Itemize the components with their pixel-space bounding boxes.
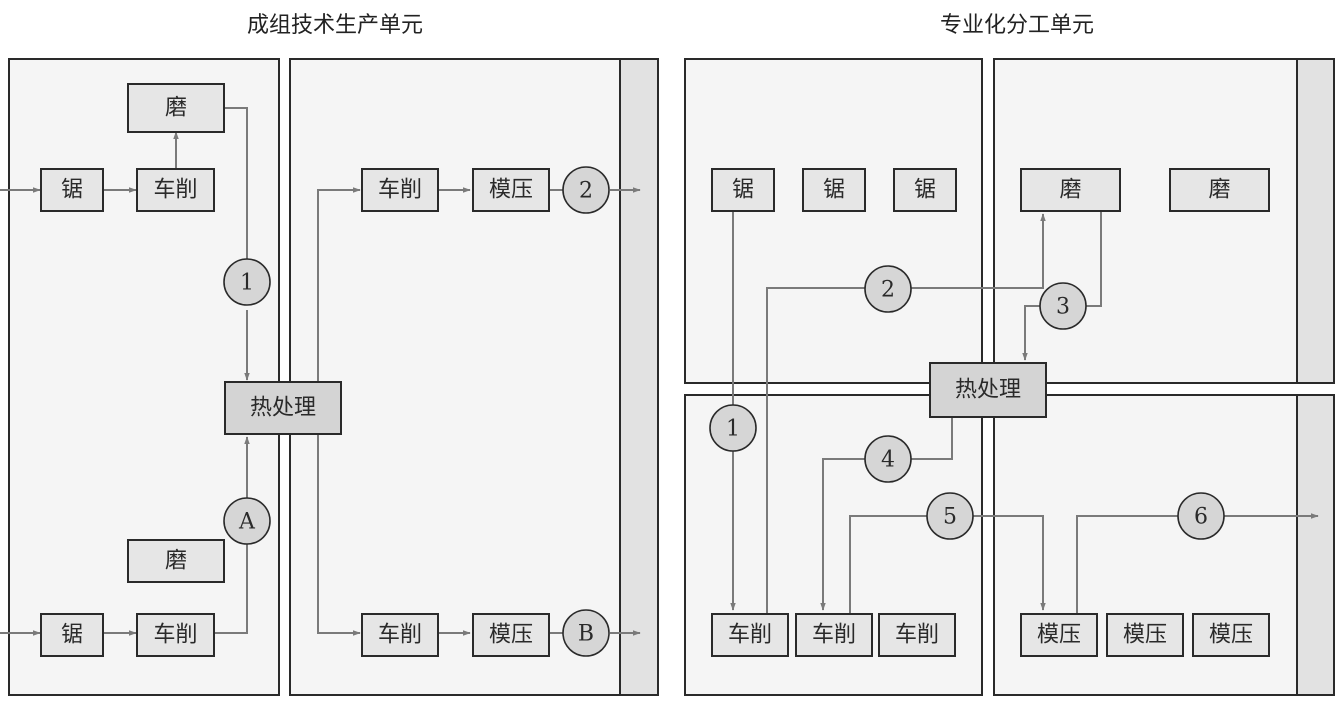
lathe-label: 车削 bbox=[378, 178, 422, 203]
saw-label: 锯 bbox=[61, 623, 83, 648]
flow-press-to-node6 bbox=[1076, 515, 1178, 614]
heat-treatment-right: 热处理 bbox=[929, 362, 1047, 418]
svg-text:2: 2 bbox=[881, 278, 895, 303]
grind-label: 磨 bbox=[1059, 178, 1081, 203]
flow-grind-to-node3 bbox=[1086, 211, 1102, 307]
flow-node-1-right: 1 bbox=[709, 404, 757, 452]
flow-node-A: A bbox=[223, 497, 271, 545]
press-machine-2: 模压 bbox=[1106, 613, 1184, 657]
svg-text:B: B bbox=[578, 622, 594, 647]
svg-text:1: 1 bbox=[726, 417, 740, 442]
svg-text:6: 6 bbox=[1194, 505, 1208, 530]
flow-heat-to-lathe-top bbox=[317, 187, 361, 382]
flow-node-4-right: 4 bbox=[864, 435, 912, 483]
flow-node4-to-lathe bbox=[820, 458, 865, 611]
svg-text:2: 2 bbox=[579, 179, 593, 204]
press-department-strip bbox=[1296, 394, 1335, 696]
left-flow-lines bbox=[0, 107, 641, 636]
press-machine-3: 模压 bbox=[1192, 613, 1270, 657]
lathe-label: 车削 bbox=[895, 623, 939, 648]
saw-label: 锯 bbox=[61, 178, 83, 203]
grind-department-strip bbox=[1296, 58, 1335, 384]
lathe-machine-cell-top: 车削 bbox=[361, 168, 439, 212]
grind-machine-1: 磨 bbox=[1020, 168, 1121, 212]
right-section-title: 专业化分工单元 bbox=[940, 13, 1094, 38]
lathe-label: 车削 bbox=[728, 623, 772, 648]
grind-machine-2: 磨 bbox=[1169, 168, 1270, 212]
lathe-label: 车削 bbox=[153, 178, 197, 203]
flow-node-5-right: 5 bbox=[926, 492, 974, 540]
lathe-label: 车削 bbox=[812, 623, 856, 648]
flow-lathe-to-node5 bbox=[849, 515, 927, 614]
group-cell-exit-strip bbox=[619, 58, 659, 696]
press-machine-1: 模压 bbox=[1020, 613, 1098, 657]
heat-treatment-label: 热处理 bbox=[250, 396, 316, 421]
flow-node5-to-press bbox=[973, 515, 1046, 611]
press-machine-cell-top: 模压 bbox=[472, 168, 550, 212]
heat-treatment-left: 热处理 bbox=[224, 381, 342, 435]
saw-label: 锯 bbox=[732, 178, 754, 203]
press-label: 模压 bbox=[1123, 623, 1167, 648]
flow-heat-to-node4 bbox=[911, 418, 953, 460]
saw-machine-bottom: 锯 bbox=[40, 613, 104, 657]
flow-node-3-right: 3 bbox=[1039, 282, 1087, 330]
grind-label: 磨 bbox=[1208, 178, 1230, 203]
svg-text:4: 4 bbox=[881, 448, 895, 473]
flow-node-6-right: 6 bbox=[1177, 492, 1225, 540]
svg-text:5: 5 bbox=[943, 505, 957, 530]
saw-machine-1: 锯 bbox=[711, 168, 775, 212]
saw-machine-2: 锯 bbox=[802, 168, 866, 212]
flow-node-B: B bbox=[562, 609, 610, 657]
svg-text:3: 3 bbox=[1056, 295, 1070, 320]
flow-node2-to-grind bbox=[911, 213, 1046, 289]
grind-label: 磨 bbox=[165, 549, 187, 574]
grind-label: 磨 bbox=[165, 96, 187, 121]
lathe-machine-3: 车削 bbox=[878, 613, 956, 657]
grind-machine-bottom: 磨 bbox=[127, 539, 225, 583]
lathe-machine-2: 车削 bbox=[795, 613, 873, 657]
flow-heat-to-lathe-bottom bbox=[317, 434, 361, 636]
lathe-label: 车削 bbox=[153, 623, 197, 648]
left-section-title: 成组技术生产单元 bbox=[247, 13, 423, 38]
flow-lathe-to-node2 bbox=[766, 287, 865, 614]
lathe-machine-1: 车削 bbox=[711, 613, 789, 657]
saw-machine-3: 锯 bbox=[893, 168, 957, 212]
lathe-machine-top: 车削 bbox=[136, 168, 215, 212]
press-label: 模压 bbox=[1209, 623, 1253, 648]
saw-label: 锯 bbox=[823, 178, 845, 203]
flow-lathe-to-nodeA bbox=[214, 543, 248, 634]
group-cell-left-panel bbox=[8, 58, 280, 696]
flow-node3-to-heat bbox=[1022, 305, 1040, 361]
flow-node-1-left: 1 bbox=[223, 258, 271, 306]
svg-text:A: A bbox=[238, 510, 256, 535]
lathe-machine-cell-bottom: 车削 bbox=[361, 613, 439, 657]
saw-department-panel bbox=[684, 58, 983, 384]
lathe-machine-bottom: 车削 bbox=[136, 613, 215, 657]
press-machine-cell-bottom: 模压 bbox=[472, 613, 550, 657]
svg-text:1: 1 bbox=[240, 271, 254, 296]
flow-node-2-left: 2 bbox=[562, 166, 610, 214]
press-label: 模压 bbox=[1037, 623, 1081, 648]
lathe-label: 车削 bbox=[378, 623, 422, 648]
heat-treatment-label: 热处理 bbox=[955, 378, 1021, 403]
flow-node-2-right: 2 bbox=[864, 265, 912, 313]
grind-department-panel bbox=[993, 58, 1335, 384]
press-label: 模压 bbox=[489, 178, 533, 203]
group-cell-right-panel bbox=[289, 58, 659, 696]
saw-machine-top: 锯 bbox=[40, 168, 104, 212]
right-flow-lines bbox=[730, 211, 1319, 614]
grind-machine-top: 磨 bbox=[127, 83, 225, 133]
flow-grind-to-node1 bbox=[224, 107, 248, 266]
press-label: 模压 bbox=[489, 623, 533, 648]
saw-label: 锯 bbox=[914, 178, 936, 203]
